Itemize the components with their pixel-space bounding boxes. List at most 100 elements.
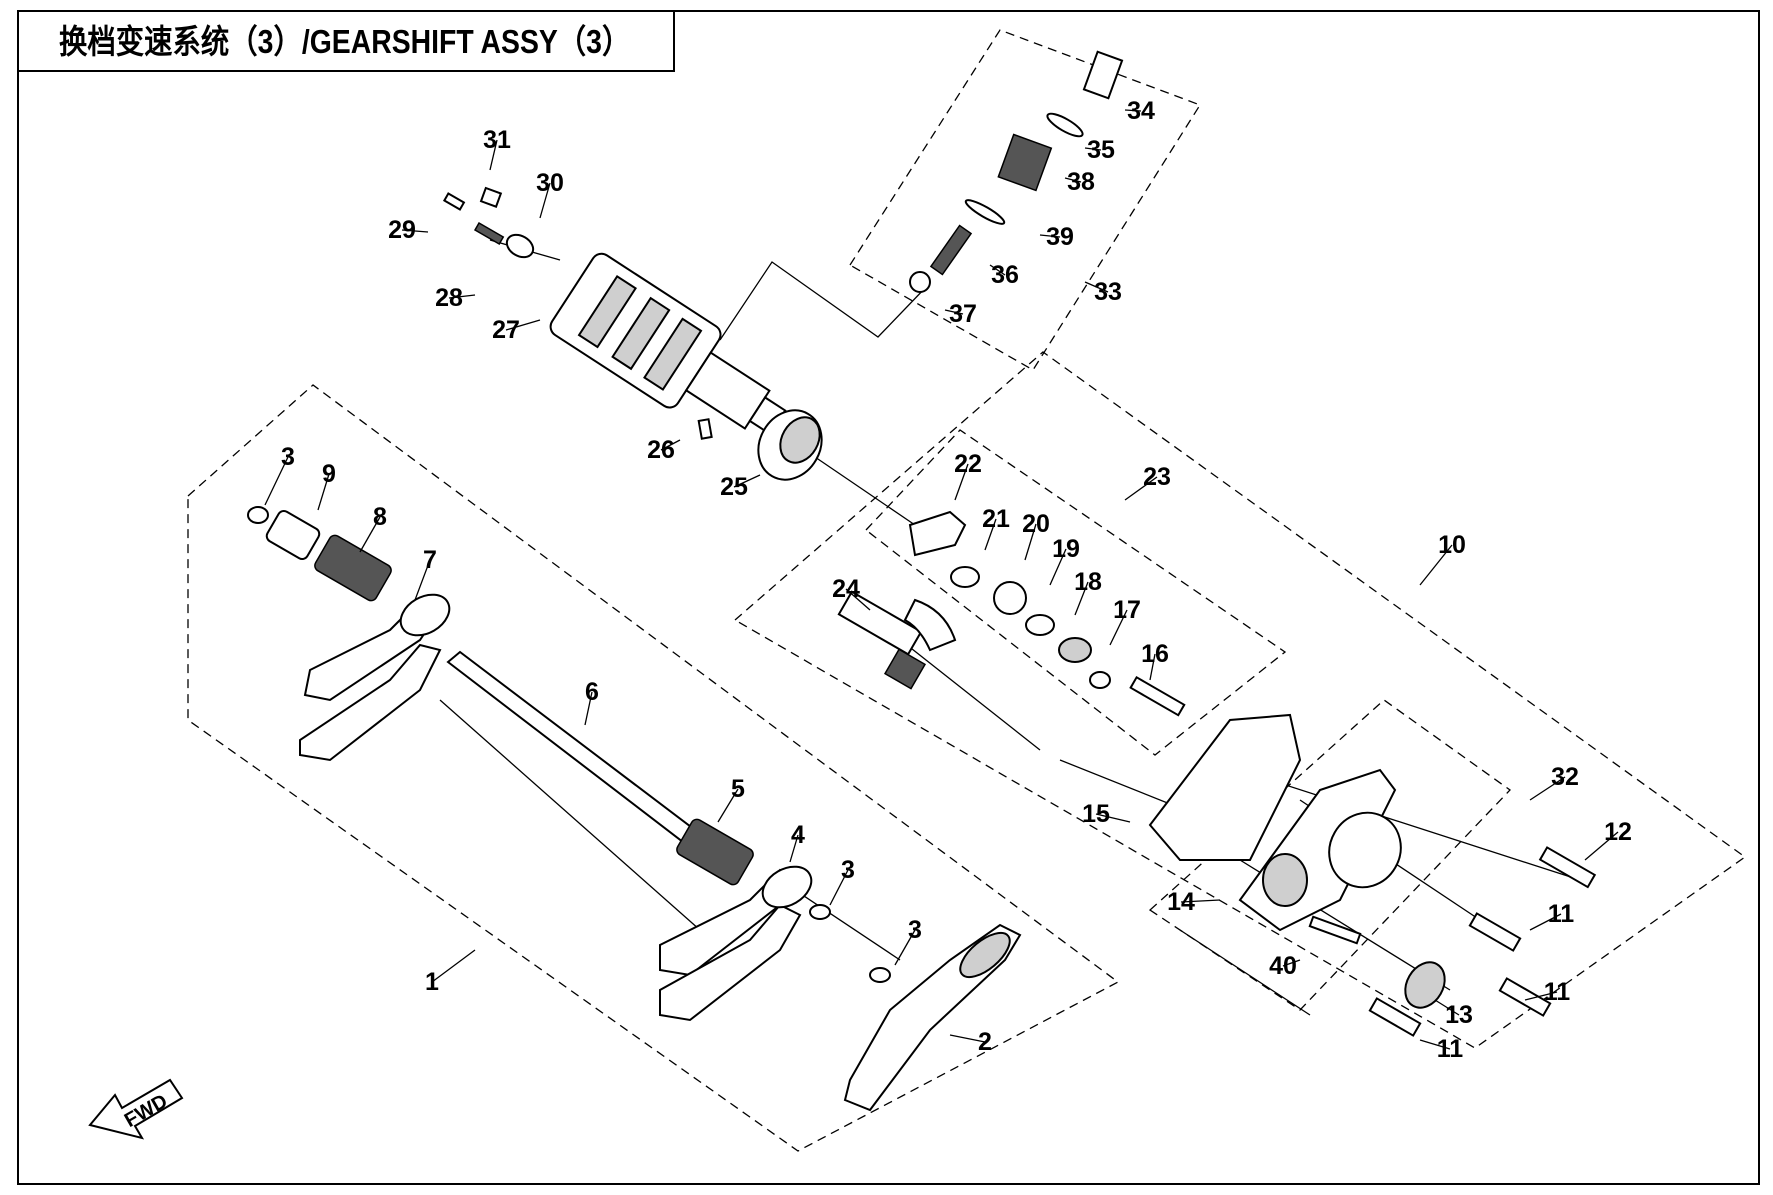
bearing-part <box>757 409 823 481</box>
shift-drum-part <box>549 252 787 436</box>
oil-seal-part <box>1404 961 1446 1009</box>
callout-number: 26 <box>647 436 675 464</box>
callout-number: 3 <box>908 916 922 944</box>
callout-leader <box>1529 913 1562 931</box>
callout-leader <box>1124 476 1158 501</box>
callout-leader <box>1434 999 1460 1016</box>
callout-leader <box>989 264 1006 276</box>
callout-number: 3 <box>841 856 855 884</box>
callout-number: 11 <box>1544 978 1571 1006</box>
callout-number: 20 <box>1022 510 1050 538</box>
callout-number: 36 <box>991 261 1019 289</box>
callout-leader <box>1584 831 1619 861</box>
callout-number: 18 <box>1074 568 1102 596</box>
callout-number: 32 <box>1551 763 1579 791</box>
small-hardware <box>442 186 713 440</box>
callout-number: 9 <box>322 460 336 488</box>
callout-number: 40 <box>1269 952 1297 980</box>
callout-number: 29 <box>388 216 416 244</box>
callout-leader <box>1084 281 1109 293</box>
callout-leader <box>401 229 429 233</box>
bolts-part <box>1308 846 1597 1037</box>
callout-leader <box>949 1034 986 1043</box>
callout-leader <box>1419 544 1453 586</box>
shift-shaft-24-part <box>837 590 957 690</box>
callout-leader <box>660 439 681 451</box>
fwd-arrow-icon: FWD <box>88 1078 184 1140</box>
callout-leader <box>1049 548 1067 586</box>
callout-leader <box>733 474 761 488</box>
callout-leader <box>1084 147 1102 151</box>
callout-number: 38 <box>1067 168 1095 196</box>
callout-leader <box>1282 959 1301 967</box>
callout-leader <box>539 182 551 219</box>
callout-number: 25 <box>720 473 748 501</box>
callout-leader <box>789 834 799 863</box>
callout-leader <box>1074 581 1089 616</box>
callout-number: 37 <box>949 300 977 328</box>
callout-number: 23 <box>1143 463 1171 491</box>
callout-number: 27 <box>492 316 520 344</box>
callout-number: 5 <box>731 775 745 803</box>
group-outline-23 <box>865 429 1287 756</box>
callout-number: 39 <box>1046 223 1074 251</box>
group-outline-33 <box>849 29 1201 371</box>
callout-leader <box>954 463 969 501</box>
callout-leader <box>1524 991 1558 1001</box>
callout-leader <box>1419 1039 1451 1050</box>
group-outline-1 <box>187 384 1120 1152</box>
callout-number: 34 <box>1127 97 1155 125</box>
gasket-part <box>1148 713 1302 861</box>
callout-leader <box>1149 653 1156 681</box>
callout-leader <box>1180 899 1221 903</box>
callout-leader <box>431 949 476 983</box>
callout-leader <box>944 309 964 315</box>
shift-lever-part <box>843 923 1022 1112</box>
callout-number: 17 <box>1113 596 1141 624</box>
callout-number: 22 <box>954 450 982 478</box>
callout-leader <box>1529 776 1566 801</box>
callout-number: 30 <box>536 169 564 197</box>
callout-leader <box>1039 234 1061 238</box>
callout-leader <box>1024 523 1037 561</box>
title-box: 换档变速系统（3）/GEARSHIFT ASSY（3） <box>17 10 675 72</box>
callout-leader <box>489 139 498 171</box>
detent-assembly-part <box>909 50 1124 293</box>
callout-number: 21 <box>982 505 1010 533</box>
callout-number: 2 <box>978 1028 992 1056</box>
callout-number: 13 <box>1445 1001 1473 1029</box>
callout-number: 1 <box>425 968 439 996</box>
collar-9-part <box>247 506 891 983</box>
callout-number: 33 <box>1094 278 1122 306</box>
callout-number: 31 <box>483 126 511 154</box>
cover-part <box>1238 768 1402 932</box>
callout-number: 10 <box>1438 531 1466 559</box>
callout-number: 35 <box>1087 136 1115 164</box>
callout-group: 1233345678910111111121314151617181920212… <box>264 97 1632 1063</box>
callout-leader <box>984 518 997 551</box>
callout-leader <box>894 929 916 966</box>
callout-number: 11 <box>1548 900 1575 928</box>
callout-number: 11 <box>1437 1035 1464 1063</box>
callout-leader <box>717 788 739 823</box>
callout-number: 12 <box>1604 818 1632 846</box>
callout-leader <box>829 869 849 906</box>
stopper-parts <box>908 510 1186 717</box>
spring-5-part <box>676 818 754 886</box>
callout-number: 24 <box>832 575 860 603</box>
callout-leader <box>1064 177 1082 183</box>
callout-leader <box>1095 813 1131 823</box>
callout-number: 14 <box>1167 888 1195 916</box>
callout-leader <box>1109 609 1128 646</box>
callout-number: 7 <box>423 546 437 574</box>
callout-number: 28 <box>435 284 463 312</box>
callout-number: 4 <box>791 821 805 849</box>
callout-leader <box>359 516 381 553</box>
callout-leader <box>264 456 289 506</box>
callout-number: 15 <box>1082 800 1110 828</box>
callout-number: 3 <box>281 443 295 471</box>
spring-8-part <box>314 534 392 602</box>
page-title: 换档变速系统（3）/GEARSHIFT ASSY（3） <box>59 23 631 60</box>
